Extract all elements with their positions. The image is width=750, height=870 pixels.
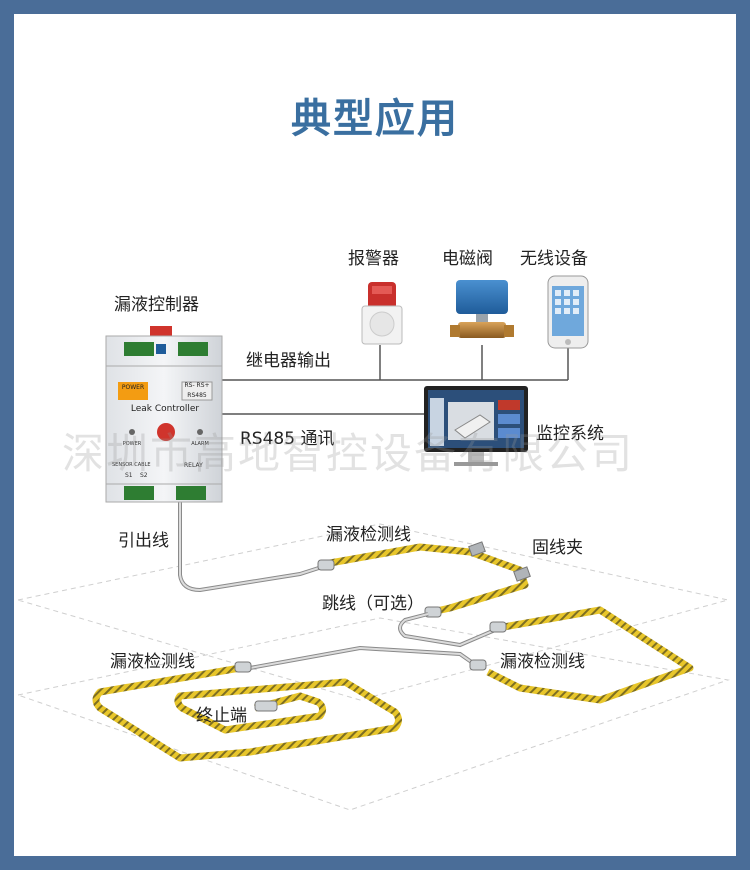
link-wire <box>249 645 482 670</box>
label-valve: 电磁阀 <box>442 249 493 269</box>
rs485-label: RS485 <box>187 392 207 399</box>
page-title: 典型应用 <box>291 96 459 142</box>
label-jumper: 跳线（可选） <box>322 594 424 614</box>
label-controller: 漏液控制器 <box>114 295 199 315</box>
lead-wire <box>178 500 326 593</box>
s1-label: S1 <box>125 472 133 479</box>
s2-label: S2 <box>140 472 148 479</box>
cable-connector <box>469 659 487 671</box>
label-alarm: 报警器 <box>348 249 399 269</box>
label-sensing-cable-right: 漏液检测线 <box>500 652 585 672</box>
connection-lines <box>222 345 569 415</box>
sensor-cable-label: SENSOR CABLE <box>112 462 151 468</box>
label-clip: 固线夹 <box>532 538 583 558</box>
label-sensing-cable-left: 漏液检测线 <box>110 652 195 672</box>
alarm-led-label: ALARM <box>191 441 209 447</box>
terminal-end <box>254 700 278 712</box>
label-rs485: RS485 通讯 <box>240 429 335 449</box>
jumper-wire <box>398 612 496 648</box>
label-relay-output: 继电器输出 <box>246 351 331 371</box>
power-label: POWER <box>121 384 145 391</box>
watermark: 深圳市高地智控设备有限公司 <box>62 429 635 478</box>
relay-label: RELAY <box>184 462 203 469</box>
label-sensing-cable-top: 漏液检测线 <box>326 525 411 545</box>
phone-icon <box>547 275 589 349</box>
power-led-label: POWER <box>122 441 142 447</box>
label-wireless: 无线设备 <box>520 249 588 269</box>
label-monitor: 监控系统 <box>536 424 604 444</box>
solenoid-valve-icon <box>450 280 514 338</box>
alarm-siren-icon <box>361 282 403 345</box>
label-terminal: 终止端 <box>196 706 247 726</box>
cable-connector <box>317 559 442 618</box>
cable-clip <box>468 541 531 582</box>
sensing-cable-right <box>486 606 694 704</box>
rs485-port-label: RS- RS+ <box>184 382 210 389</box>
monitor-icon <box>424 386 528 466</box>
label-lead-wire: 引出线 <box>118 531 169 551</box>
leak-controller-device <box>105 326 223 503</box>
sensing-cable-left <box>92 661 402 762</box>
device-brand: Leak Controller <box>130 404 200 414</box>
